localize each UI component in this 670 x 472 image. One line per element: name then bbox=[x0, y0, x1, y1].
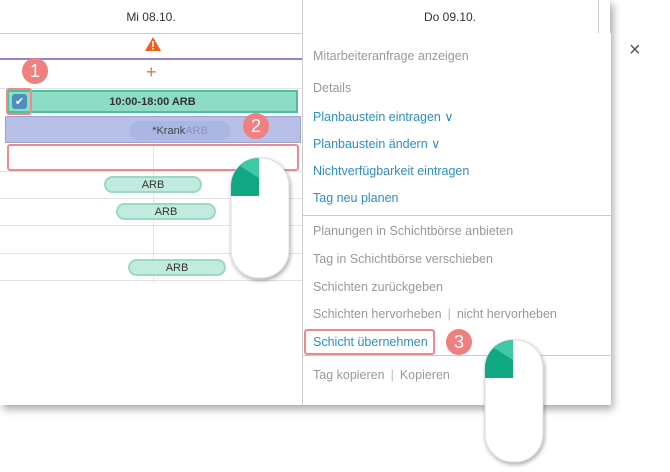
menu-item-request[interactable]: Mitarbeiteranfrage anzeigen bbox=[313, 49, 469, 63]
absence-suffix: ARB bbox=[185, 124, 208, 137]
menu-item-tag-kopieren[interactable]: Tag kopieren bbox=[313, 368, 385, 382]
column-divider bbox=[598, 0, 599, 33]
calendar-frame: Mi 08.10. Do 09.10. + 10:00-18:00 ARB ✔ … bbox=[0, 0, 641, 405]
menu-item-planbaustein-aendern[interactable]: Planbaustein ändern ∨ bbox=[313, 136, 440, 151]
close-icon[interactable]: × bbox=[629, 39, 641, 61]
shift-bar[interactable]: 10:00-18:00 ARB bbox=[7, 90, 298, 113]
highlight-target-row bbox=[7, 144, 299, 171]
checkbox-checked[interactable]: ✔ bbox=[12, 94, 27, 109]
step-badge-2: 2 bbox=[243, 113, 269, 139]
menu-item-planbaustein-eintragen[interactable]: Planbaustein eintragen ∨ bbox=[313, 109, 454, 124]
shift-pill[interactable]: ARB bbox=[128, 259, 226, 276]
menu-item-schichtboerse-anbieten[interactable]: Planungen in Schichtbörse anbieten bbox=[313, 224, 514, 238]
mouse-left-click-icon bbox=[484, 339, 544, 463]
chevron-down-icon: ∨ bbox=[444, 110, 454, 124]
menu-item-copy-group: Tag kopieren | Kopieren bbox=[313, 368, 450, 382]
row-line bbox=[0, 253, 302, 254]
today-line bbox=[0, 58, 302, 60]
label: Planbaustein ändern bbox=[313, 137, 428, 151]
menu-item-schichten-zurueckgeben[interactable]: Schichten zurückgeben bbox=[313, 280, 443, 294]
add-icon[interactable]: + bbox=[146, 62, 157, 82]
menu-item-schicht-uebernehmen[interactable]: Schicht übernehmen bbox=[313, 335, 428, 349]
step-badge-3: 3 bbox=[446, 329, 472, 355]
menu-item-schichtboerse-verschieben[interactable]: Tag in Schichtbörse verschieben bbox=[313, 252, 493, 266]
menu-item-hervorheben-group: Schichten hervorheben | nicht hervorheben bbox=[313, 307, 557, 321]
shift-label: 10:00-18:00 ARB bbox=[109, 95, 196, 108]
row-line bbox=[0, 225, 302, 226]
day-header-wed: Mi 08.10. bbox=[0, 0, 302, 34]
row-line bbox=[0, 88, 302, 89]
menu-item-nichtverfuegbarkeit[interactable]: Nichtverfügbarkeit eintragen bbox=[313, 164, 470, 178]
warning-icon[interactable] bbox=[144, 36, 162, 52]
mouse-left-click-icon bbox=[230, 157, 290, 279]
menu-item-nicht-hervorheben[interactable]: nicht hervorheben bbox=[456, 307, 557, 321]
chevron-down-icon: ∨ bbox=[431, 137, 441, 151]
shift-pill[interactable]: ARB bbox=[116, 203, 216, 220]
highlight-menu-item bbox=[304, 329, 435, 355]
step-badge-1: 1 bbox=[22, 58, 48, 84]
divider bbox=[303, 215, 611, 216]
menu-item-details[interactable]: Details bbox=[313, 81, 352, 95]
separator: | bbox=[390, 368, 394, 382]
separator: | bbox=[447, 307, 451, 321]
divider bbox=[303, 355, 611, 356]
absence-label: *Krank bbox=[152, 124, 186, 137]
shift-pill[interactable]: ARB bbox=[104, 176, 202, 193]
day-header-thu: Do 09.10. bbox=[302, 0, 598, 34]
row-line bbox=[0, 171, 302, 172]
menu-item-kopieren[interactable]: Kopieren bbox=[399, 368, 450, 382]
highlight-checkbox bbox=[6, 88, 32, 115]
menu-item-tag-neu-planen[interactable]: Tag neu planen bbox=[313, 191, 399, 205]
label: Planbaustein eintragen bbox=[313, 110, 441, 124]
row-line bbox=[0, 198, 302, 199]
menu-item-hervorheben[interactable]: Schichten hervorheben bbox=[313, 307, 442, 321]
row-line bbox=[0, 280, 302, 281]
